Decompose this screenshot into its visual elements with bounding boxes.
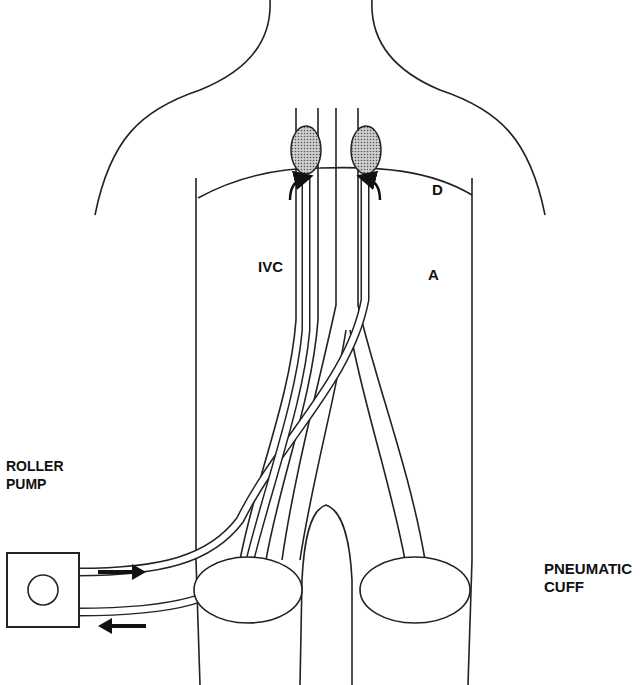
pump-rotor (8, 554, 78, 626)
body-outline (372, 0, 545, 215)
flow-arrow (290, 178, 304, 200)
diaphragm-label: D (432, 181, 443, 199)
body-outline (195, 178, 197, 560)
cuff-label: PNEUMATIC CUFF (544, 560, 634, 596)
flow-arrow (366, 178, 380, 200)
pneumatic-cuff (360, 557, 470, 623)
catheter (78, 175, 306, 612)
pump-node: ROLLER PUMP (6, 458, 80, 628)
flow-arrow (98, 564, 146, 580)
flow-arrow (98, 618, 146, 634)
leg-outline (300, 505, 352, 685)
catheter (78, 175, 306, 612)
pneumatic-cuff (194, 557, 302, 623)
vessel-label: IVC (258, 258, 283, 276)
catheter (78, 175, 365, 572)
pump-box (6, 552, 80, 628)
leg-outline (468, 560, 472, 685)
pump-label: ROLLER PUMP (6, 458, 80, 493)
body-outline (95, 0, 270, 215)
body-outline (471, 178, 473, 560)
diaphragm (198, 168, 472, 198)
balloon (351, 126, 381, 174)
catheter (78, 175, 365, 572)
balloon (291, 126, 321, 174)
iliac-wall (350, 330, 405, 560)
vessel-label: A (428, 266, 439, 284)
